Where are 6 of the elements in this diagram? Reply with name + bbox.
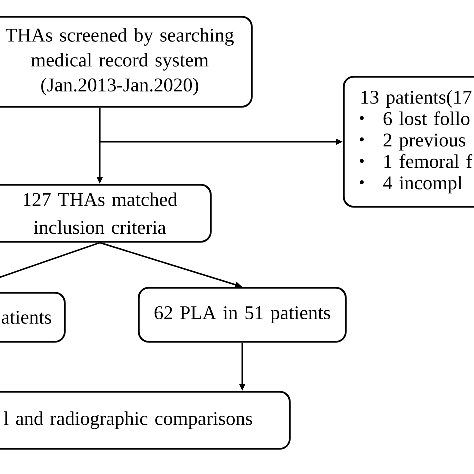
process-box: 62 PLA in 51 patients	[138, 287, 347, 343]
process-box: 127 THAs matched inclusion criteria	[0, 184, 212, 243]
note-box: 13 patients(17 6 lost follo 2 previous 1 femoral f 4 incompl	[343, 76, 474, 208]
process-box: THAs screened by searching medical record system (Jan.2013-Jan.2020)	[0, 16, 253, 108]
process-box: atients	[0, 292, 66, 343]
process-box: l and radiographic comparisons	[0, 391, 291, 450]
